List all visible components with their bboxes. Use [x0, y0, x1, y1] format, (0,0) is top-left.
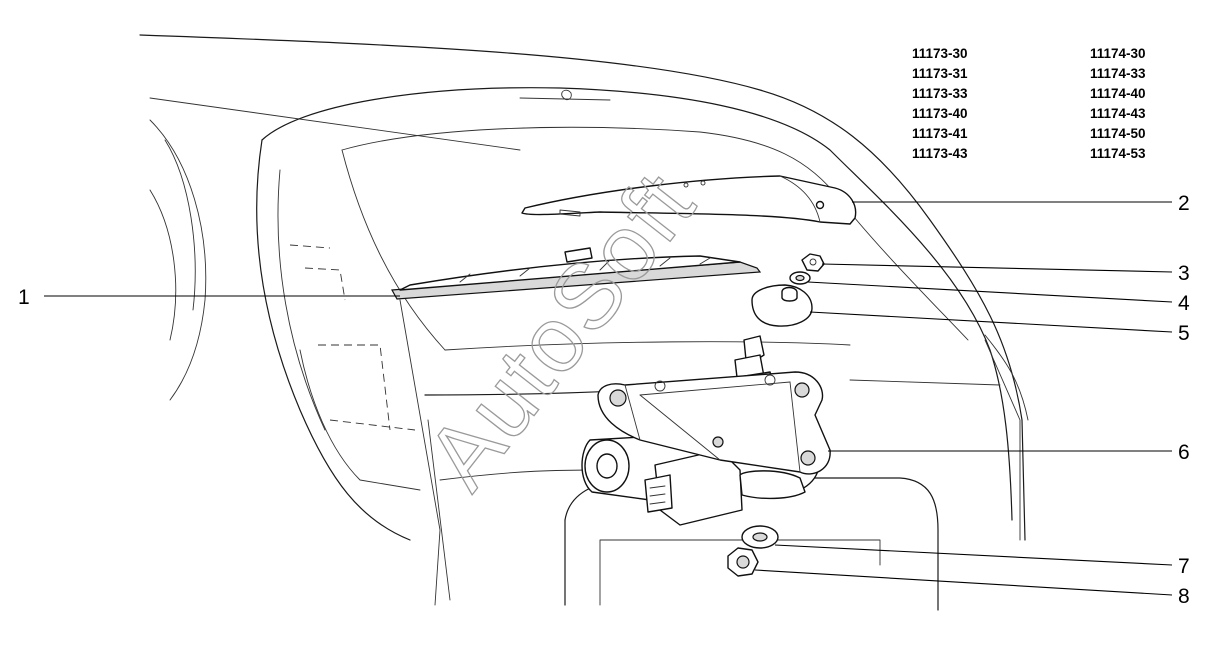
model-code-right-4: 11174-43 — [1090, 106, 1146, 121]
part-wiper-blade — [391, 247, 762, 300]
callout-6: 6 — [1178, 441, 1190, 464]
callout-7: 7 — [1178, 555, 1190, 578]
part-nut-small — [801, 253, 825, 272]
part-seal-cap — [751, 284, 813, 327]
part-wiper-motor — [581, 335, 831, 526]
leader-line-4 — [807, 281, 1173, 303]
callout-8: 8 — [1178, 585, 1190, 608]
model-code-right-5: 11174-50 — [1090, 126, 1146, 141]
leader-line-3 — [821, 263, 1173, 273]
callout-1: 1 — [18, 286, 30, 309]
leader-line-7 — [774, 544, 1173, 566]
callout-2: 2 — [1178, 192, 1190, 215]
leader-line-8 — [754, 569, 1173, 596]
model-codes: 11173-30 11173-31 11173-33 11173-40 1117… — [912, 46, 1146, 161]
model-code-left-3: 11173-33 — [912, 86, 968, 101]
model-code-left-1: 11173-30 — [912, 46, 968, 61]
part-washer-large — [741, 525, 779, 549]
model-code-right-1: 11174-30 — [1090, 46, 1146, 61]
callout-3: 3 — [1178, 262, 1190, 285]
model-code-left-5: 11173-41 — [912, 126, 968, 141]
callout-5: 5 — [1178, 322, 1190, 345]
part-washer-small — [789, 271, 811, 285]
model-code-right-3: 11174-40 — [1090, 86, 1146, 101]
leader-line-5 — [809, 311, 1173, 333]
part-wiper-arm — [521, 175, 857, 225]
model-code-left-6: 11173-43 — [912, 146, 968, 161]
car-body-outline — [139, 34, 1029, 611]
callout-4: 4 — [1178, 292, 1190, 315]
model-code-left-4: 11173-40 — [912, 106, 968, 121]
leader-lines — [44, 201, 1173, 596]
model-code-left-2: 11173-31 — [912, 66, 968, 81]
part-nut-large — [727, 547, 759, 577]
callout-labels: 1 2 3 4 5 6 7 8 — [18, 192, 1190, 608]
model-code-right-6: 11174-53 — [1090, 146, 1146, 161]
model-code-right-2: 11174-33 — [1090, 66, 1146, 81]
